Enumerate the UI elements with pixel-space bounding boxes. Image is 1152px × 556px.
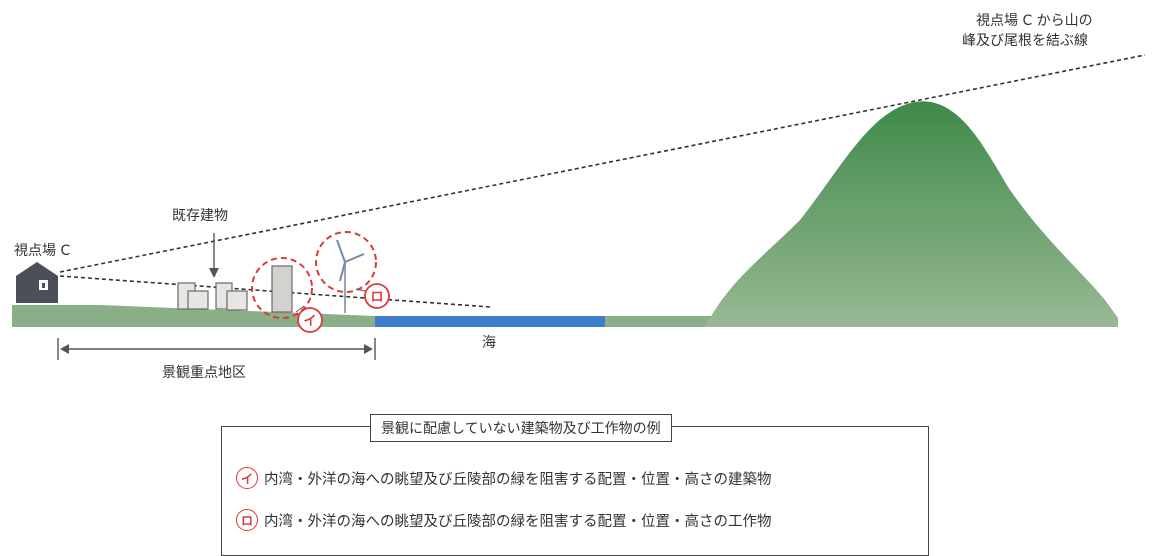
marker-i-badge	[297, 307, 323, 333]
legend-title: 景観に配慮していない建築物及び工作物の例	[370, 414, 672, 442]
legend-box	[221, 426, 929, 556]
legend-text-ro: 内湾・外洋の海への眺望及び丘陵部の緑を阻害する配置・位置・高さの工作物	[264, 513, 772, 530]
legend-mark-ro: ロ	[236, 509, 258, 531]
existing-buildings	[177, 282, 248, 311]
legend-item-ro: ロ 内湾・外洋の海への眺望及び丘陵部の緑を阻害する配置・位置・高さの工作物	[236, 509, 772, 531]
marker-ro-text: ロ	[370, 290, 383, 305]
ground-right	[605, 316, 715, 327]
viewpoint-label: 視点場 C	[14, 243, 71, 259]
sightline-label-line2: 峰及び尾根を結ぶ線	[962, 33, 1088, 49]
district-bracket	[57, 338, 376, 360]
viewpoint-house-icon	[16, 262, 58, 303]
sightline-to-sea	[59, 275, 491, 308]
sightline-label-line1: 視点場 C から山の	[976, 13, 1093, 29]
sea-strip	[375, 316, 605, 327]
wind-turbine-icon	[336, 239, 365, 313]
legend-mark-i: イ	[236, 467, 258, 489]
marker-i-ring	[251, 257, 313, 319]
marker-ro-ring	[315, 231, 377, 293]
marker-i-text: イ	[303, 314, 316, 329]
ground-left	[12, 305, 375, 327]
tall-building	[271, 265, 293, 313]
existing-buildings-label: 既存建物	[172, 208, 228, 224]
mountain	[705, 101, 1118, 327]
landscape-district-label: 景観重点地区	[162, 365, 246, 381]
sightline-to-peak	[59, 54, 1146, 273]
sea-label: 海	[482, 335, 496, 351]
legend-text-i: 内湾・外洋の海への眺望及び丘陵部の緑を阻害する配置・位置・高さの建築物	[264, 471, 772, 488]
marker-ro-badge	[364, 283, 390, 309]
legend-item-i: イ 内湾・外洋の海への眺望及び丘陵部の緑を阻害する配置・位置・高さの建築物	[236, 467, 772, 489]
